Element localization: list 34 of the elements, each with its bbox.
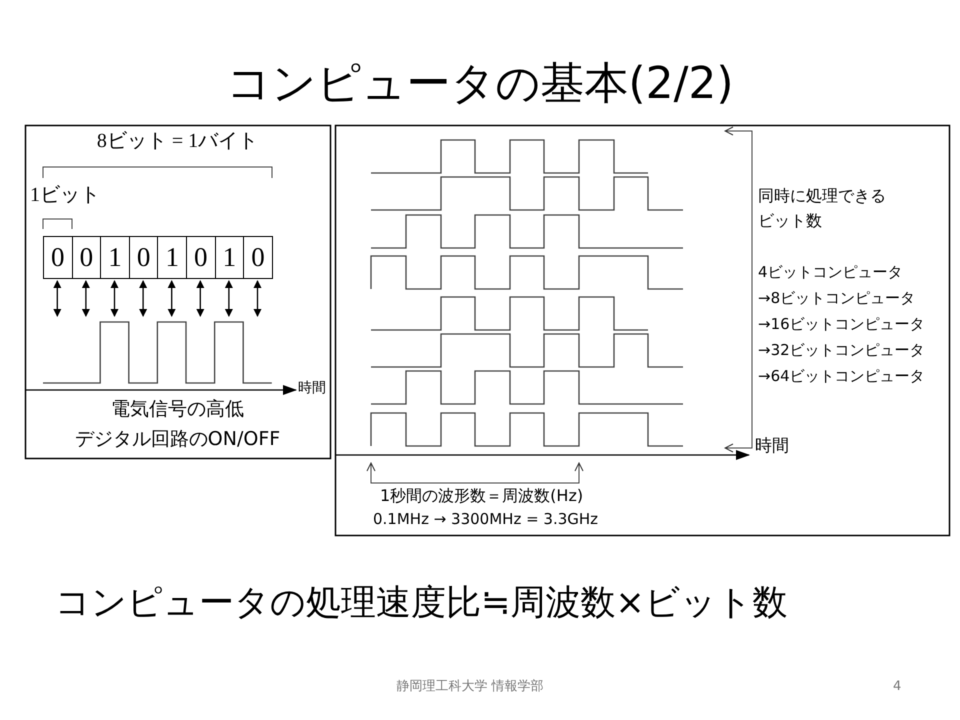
bit-cell: 1: [157, 236, 187, 279]
bit-cell: 0: [128, 236, 158, 279]
note-text: 同時に処理できるビット数: [758, 185, 887, 232]
double-arrow: [196, 280, 204, 317]
double-arrow: [53, 280, 62, 317]
bit-cell: 0: [43, 236, 73, 279]
double-arrow: [110, 280, 118, 317]
bit-byte-label: 8ビット = 1バイト: [96, 129, 260, 153]
list-item: →32ビットコンピュータ: [758, 341, 925, 359]
caption-text: デジタル回路のON/OFF: [74, 428, 282, 451]
slide-title: コンピュータの基本(2/2): [225, 58, 735, 111]
formula-text: コンピュータの処理速度比≒周波数×ビット数: [55, 582, 788, 624]
list-item: 4ビットコンピュータ: [758, 263, 903, 281]
list-item: →64ビットコンピュータ: [758, 367, 925, 385]
list-item: →8ビットコンピュータ: [758, 289, 916, 307]
bit-label: 1ビット: [30, 183, 100, 207]
caption-text: 電気信号の高低: [110, 398, 245, 421]
double-arrow: [139, 280, 148, 317]
bit-cell: 1: [100, 236, 130, 279]
note-text: 0.1MHz → 3300MHz = 3.3GHz: [373, 510, 598, 528]
double-arrow: [82, 280, 90, 317]
list-item: →16ビットコンピュータ: [758, 315, 925, 333]
axis-label: 時間: [755, 436, 789, 456]
double-arrow: [254, 280, 262, 317]
double-arrow: [224, 280, 233, 317]
note-text: 1秒間の波形数＝周波数(Hz): [380, 486, 584, 506]
bit-cell: 0: [186, 236, 216, 279]
bit-cell: 0: [72, 236, 102, 279]
double-arrow: [168, 280, 176, 317]
page-number: 4: [893, 679, 902, 695]
footer-text: 静岡理工科大学 情報学部: [395, 679, 545, 695]
bit-cell: 0: [243, 236, 273, 279]
bit-cell: 1: [214, 236, 244, 279]
axis-label: 時間: [298, 380, 326, 397]
